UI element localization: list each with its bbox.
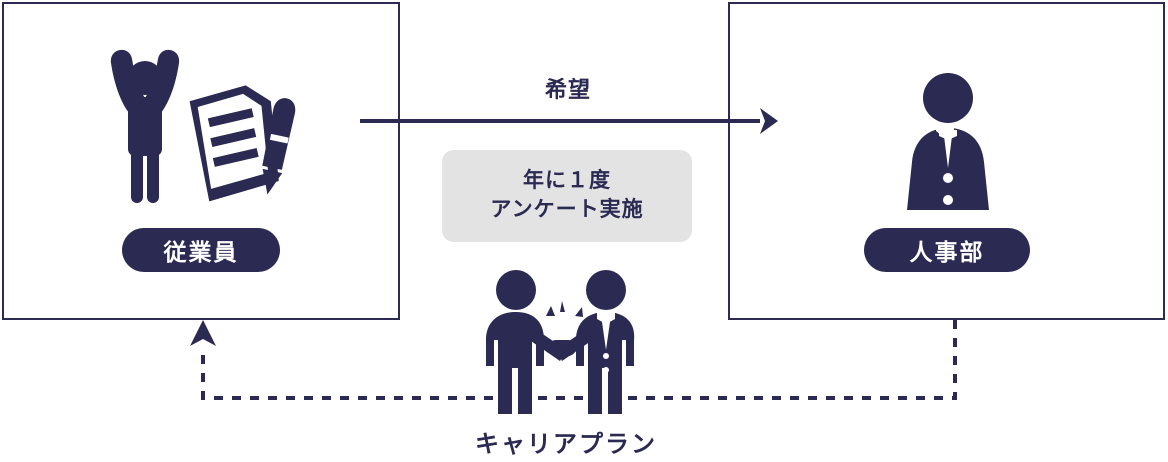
document-with-pen-icon (189, 85, 296, 202)
survey-note: 年に１度 アンケート実施 (442, 150, 692, 242)
request-arrow (360, 108, 778, 134)
career-plan-label: キャリアプラン (475, 431, 657, 458)
survey-note-line2: アンケート実施 (490, 198, 644, 221)
business-person-icon (907, 73, 989, 210)
handshake-icon (486, 270, 635, 414)
feedback-dotted-path (190, 320, 957, 400)
cheering-person-icon (110, 49, 180, 203)
hr-label-text: 人事部 (909, 239, 985, 265)
employee-label-pill: 従業員 (122, 228, 280, 272)
survey-note-line1: 年に１度 (523, 169, 611, 193)
request-label: 希望 (544, 77, 591, 102)
employee-label-text: 従業員 (163, 239, 239, 265)
hr-label-pill: 人事部 (864, 228, 1030, 272)
